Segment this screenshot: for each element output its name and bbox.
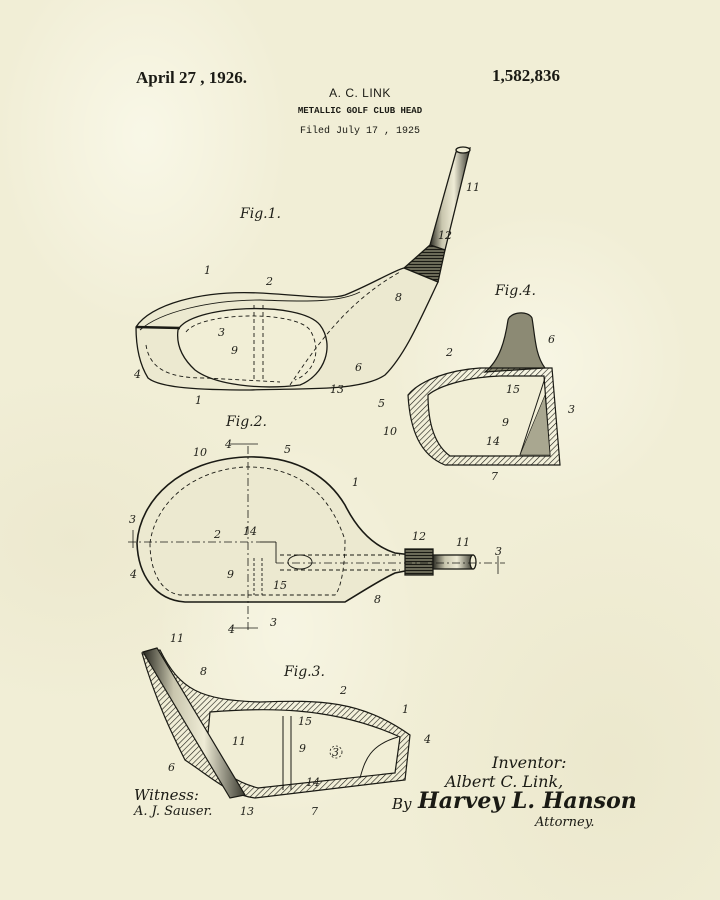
svg-text:7: 7: [491, 470, 498, 483]
svg-text:2: 2: [339, 684, 347, 697]
svg-text:11: 11: [466, 181, 480, 194]
svg-text:13: 13: [330, 383, 344, 396]
svg-text:4: 4: [224, 438, 232, 451]
attorney-signature: Harvey L. Hanson: [418, 788, 637, 814]
filed-date: Filed July 17 , 1925: [299, 126, 421, 137]
inventor-label: Inventor:: [492, 753, 567, 772]
svg-text:5: 5: [378, 397, 385, 410]
svg-text:3: 3: [332, 746, 339, 759]
attorney-label: Attorney.: [535, 815, 595, 830]
svg-text:12: 12: [438, 229, 452, 242]
svg-text:3: 3: [495, 545, 502, 558]
figure-2-label: Fig.2.: [225, 414, 267, 430]
figure-3: Fig.3. 11 8 2 1 15 9 3 4 11 6 14 13 7: [141, 632, 431, 818]
svg-text:15: 15: [298, 715, 312, 728]
svg-text:4: 4: [129, 568, 137, 581]
figure-4-label: Fig.4.: [494, 283, 536, 299]
svg-text:11: 11: [232, 735, 246, 748]
svg-text:10: 10: [193, 446, 207, 459]
svg-text:1: 1: [402, 703, 409, 716]
svg-text:6: 6: [168, 761, 175, 774]
svg-text:15: 15: [506, 383, 520, 396]
svg-text:12: 12: [412, 530, 426, 543]
svg-text:11: 11: [170, 632, 184, 645]
svg-text:9: 9: [299, 742, 306, 755]
svg-text:1: 1: [195, 394, 202, 407]
svg-text:5: 5: [284, 443, 291, 456]
svg-text:8: 8: [374, 593, 381, 606]
witness-label: Witness:: [134, 786, 199, 804]
figure-1-label: Fig.1.: [239, 206, 281, 222]
svg-text:2: 2: [265, 275, 273, 288]
svg-text:9: 9: [231, 344, 238, 357]
svg-text:7: 7: [311, 805, 318, 818]
svg-text:15: 15: [273, 579, 287, 592]
witness-signature: A. J. Sauser.: [134, 804, 213, 819]
svg-text:9: 9: [502, 416, 509, 429]
svg-text:4: 4: [133, 368, 141, 381]
svg-text:8: 8: [395, 291, 402, 304]
svg-text:10: 10: [383, 425, 397, 438]
figure-4: Fig.4. 6 2 15 5 3 9 10 14 7: [378, 283, 575, 483]
by-label: By: [392, 795, 412, 813]
svg-text:8: 8: [200, 665, 207, 678]
svg-text:3: 3: [218, 326, 225, 339]
figure-2: Fig.2. 4 10 5 1 3 2 14 9 15 12 11: [128, 414, 505, 636]
inventor-signature: Albert C. Link,: [445, 772, 564, 791]
svg-text:3: 3: [270, 616, 277, 629]
svg-text:2: 2: [213, 528, 221, 541]
svg-text:14: 14: [243, 525, 257, 538]
patent-number: 1,582,836: [492, 66, 560, 85]
svg-text:9: 9: [227, 568, 234, 581]
svg-text:3: 3: [129, 513, 136, 526]
svg-text:14: 14: [486, 435, 500, 448]
figure-3-label: Fig.3.: [283, 664, 325, 680]
svg-text:4: 4: [227, 623, 235, 636]
svg-text:3: 3: [568, 403, 575, 416]
svg-text:2: 2: [445, 346, 453, 359]
figure-1: Fig.1. 1 2 3 9 4 1 6 13 8 12 11: [133, 146, 480, 407]
svg-text:14: 14: [306, 776, 320, 789]
patent-date: April 27 , 1926.: [136, 68, 247, 87]
inventor-short-name: A. C. LINK: [329, 86, 391, 100]
svg-text:6: 6: [355, 361, 362, 374]
svg-text:1: 1: [204, 264, 211, 277]
patent-title: METALLIC GOLF CLUB HEAD: [297, 106, 423, 116]
svg-text:13: 13: [240, 805, 254, 818]
svg-text:1: 1: [352, 476, 359, 489]
svg-text:11: 11: [456, 536, 470, 549]
svg-text:6: 6: [548, 333, 555, 346]
svg-text:4: 4: [423, 733, 431, 746]
